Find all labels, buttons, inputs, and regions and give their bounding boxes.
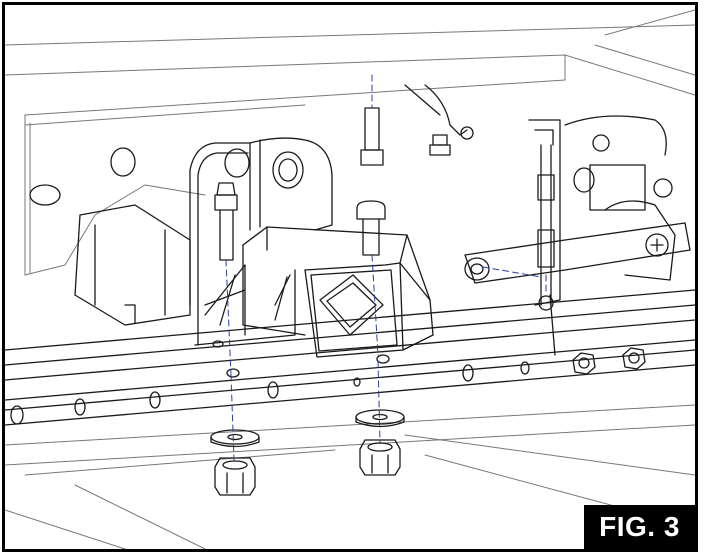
pivot-arm: [464, 222, 691, 356]
hitch-receiver: [242, 226, 434, 358]
lower-deck: [5, 404, 695, 549]
bolt: [214, 107, 451, 261]
frame-rail: [5, 289, 695, 426]
lock-nut: [214, 439, 401, 496]
figure-label: FIG. 3: [584, 505, 695, 549]
lock-nut: [572, 347, 646, 375]
diagram-frame: FIG. 3: [2, 2, 698, 552]
alignment-guide: [225, 74, 547, 461]
tongue-bracket: [204, 264, 291, 336]
left-structure: [29, 147, 191, 326]
linkage-rod: [528, 115, 676, 311]
upper-linkage: [404, 84, 474, 140]
washer: [210, 409, 405, 448]
assembly-diagram: [5, 9, 695, 549]
upper-deck: [5, 9, 695, 276]
